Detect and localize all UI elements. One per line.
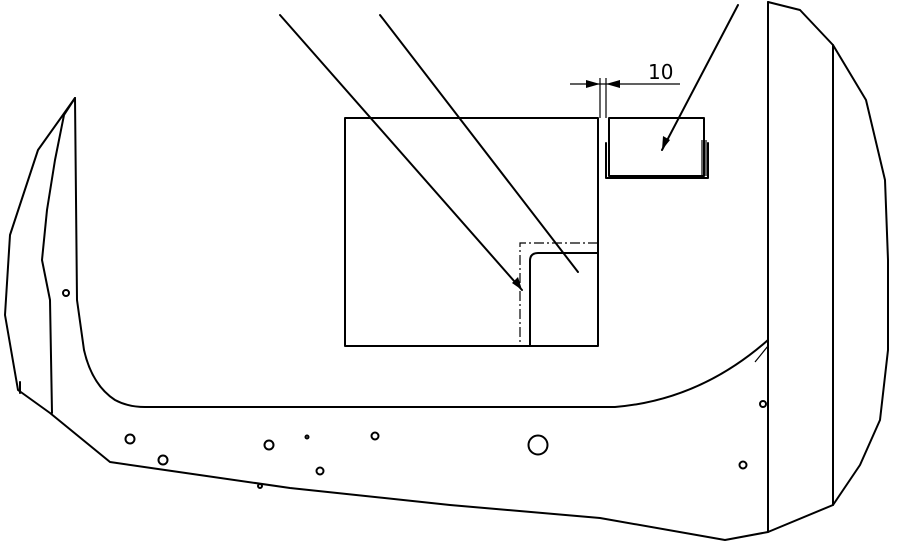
clip-rect: [608, 117, 705, 177]
leader-line-1: [279, 14, 523, 291]
hole: [62, 289, 70, 297]
panel-outline: [4, 1, 889, 541]
hole: [263, 439, 275, 451]
clip-base-inner-line: [701, 140, 707, 176]
hole: [759, 400, 767, 408]
hole: [738, 460, 748, 470]
dimension-arrow-left: [586, 80, 600, 88]
leader-arrow-1: [512, 277, 522, 290]
right-band-joint-line: [754, 345, 769, 363]
leader-arrow-3: [662, 136, 670, 150]
left-flange-line: [41, 97, 76, 414]
leader-line-3: [661, 4, 739, 151]
hole: [257, 483, 263, 489]
main-cutout-rect: [344, 117, 599, 347]
inner-rounded-rect: [529, 252, 599, 347]
hole: [527, 434, 549, 456]
hole: [304, 434, 310, 440]
left-edge-inner-line: [74, 97, 769, 408]
leader-line-2: [379, 14, 579, 273]
dimension-arrow-right: [606, 80, 620, 88]
offset-centerline: [519, 242, 598, 346]
hole: [124, 433, 136, 445]
dimension-value: 10: [648, 60, 673, 84]
hole: [370, 431, 380, 441]
hole: [157, 454, 169, 466]
hole: [315, 466, 325, 476]
clip-base-line: [605, 142, 709, 179]
